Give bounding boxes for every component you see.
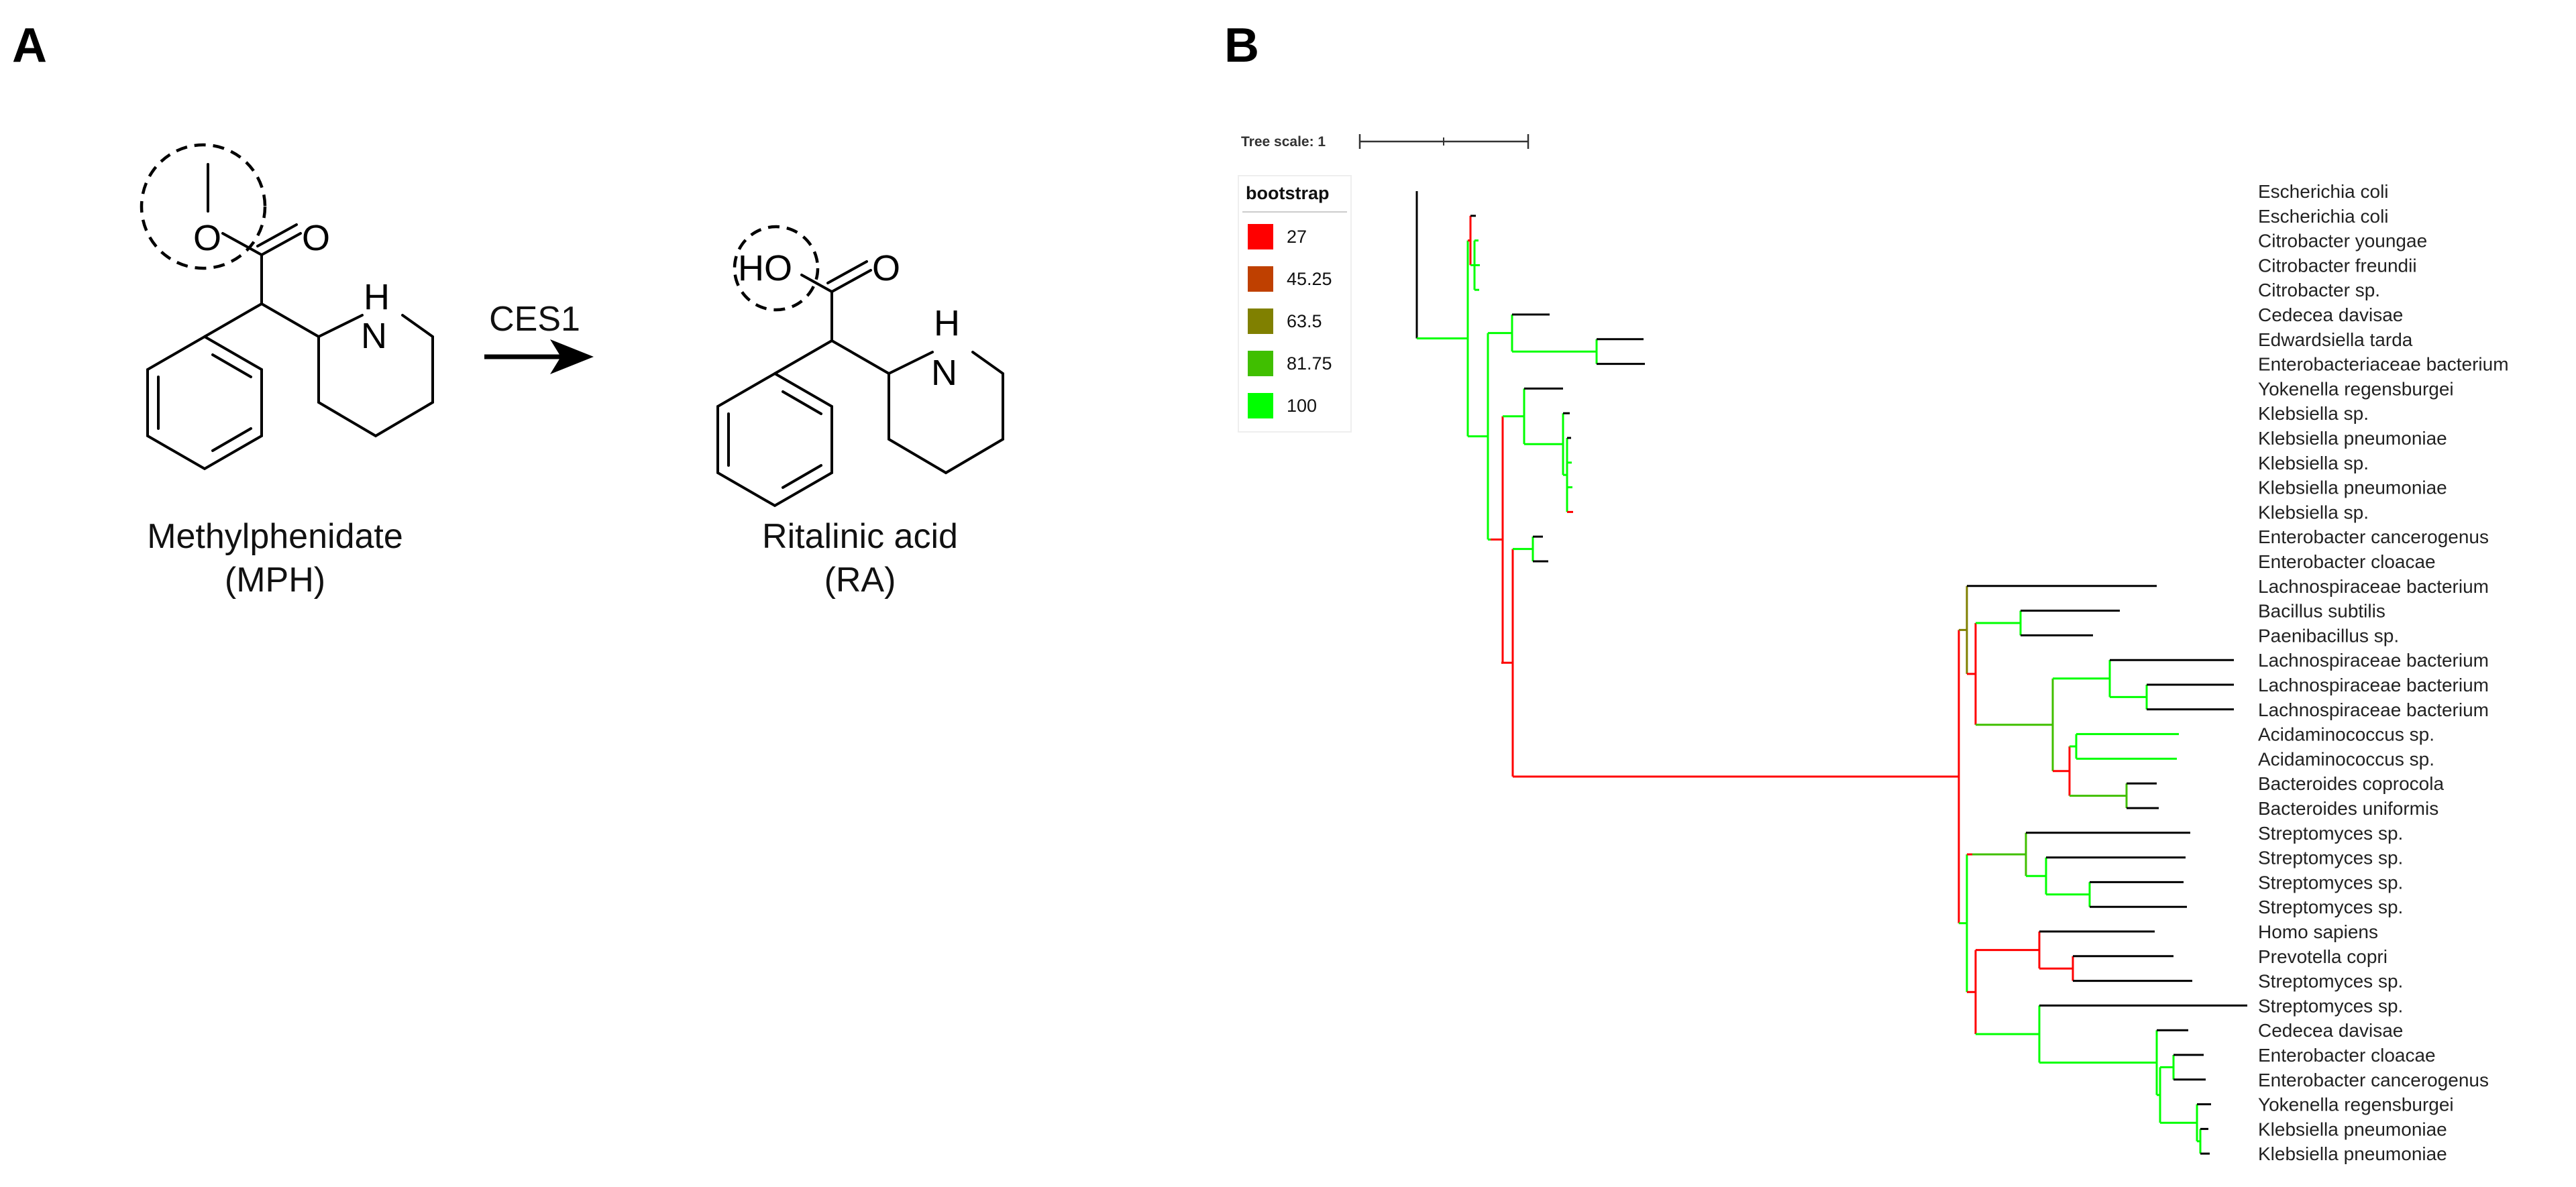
leaf-label: Acidaminococcus sp. xyxy=(2258,724,2434,745)
leaf-label: Enterobacter cancerogenus xyxy=(2258,1070,2489,1090)
leaf-label: Streptomyces sp. xyxy=(2258,995,2403,1016)
atom-h-product: H xyxy=(934,303,960,343)
methylphenidate-structure: O O N H xyxy=(140,143,434,471)
leaf-label: Enterobacteriaceae bacterium xyxy=(2258,354,2509,375)
leaf-label: Citrobacter youngae xyxy=(2258,231,2427,251)
leaf-label: Lachnospiraceae bacterium xyxy=(2258,650,2489,671)
leaf-label: Klebsiella pneumoniae xyxy=(2258,1143,2447,1164)
leaf-label: Citrobacter freundii xyxy=(2258,255,2417,276)
leaf-label: Paenibacillus sp. xyxy=(2258,625,2399,646)
atom-h: H xyxy=(364,277,390,317)
atom-ho: HO xyxy=(738,248,792,288)
leaf-label: Bacteroides uniformis xyxy=(2258,798,2438,819)
reactant-name: Methylphenidate xyxy=(147,517,403,556)
atom-n-product: N xyxy=(931,353,957,393)
leaf-label: Prevotella copri xyxy=(2258,946,2387,967)
tree-scale-label: Tree scale: 1 xyxy=(1241,134,1326,150)
bootstrap-legend: bootstrap 27 45.25 63.5 81.75 100 xyxy=(1238,175,1352,433)
product-abbr: (RA) xyxy=(824,561,896,600)
leaf-label: Edwardsiella tarda xyxy=(2258,329,2413,350)
leaf-label: Streptomyces sp. xyxy=(2258,971,2403,992)
legend-swatch xyxy=(1248,393,1273,418)
leaf-label: Enterobacter cloacae xyxy=(2258,1045,2436,1066)
leaf-label: Streptomyces sp. xyxy=(2258,848,2403,868)
ritalinic-acid-structure: HO O N H xyxy=(716,225,1004,508)
enzyme-label: CES1 xyxy=(489,300,580,339)
leaf-label: Streptomyces sp. xyxy=(2258,872,2403,893)
legend-swatch xyxy=(1248,351,1273,376)
leaf-label: Cedecea davisae xyxy=(2258,304,2403,325)
leaf-label: Lachnospiraceae bacterium xyxy=(2258,675,2489,695)
legend-value: 81.75 xyxy=(1287,353,1332,374)
leaf-label: Escherichia coli xyxy=(2258,206,2389,227)
legend-swatch xyxy=(1248,266,1273,292)
leaf-label: Streptomyces sp. xyxy=(2258,823,2403,844)
leaf-label: Klebsiella pneumoniae xyxy=(2258,1119,2447,1139)
legend-value: 45.25 xyxy=(1287,269,1332,289)
leaf-label: Bacteroides coprocola xyxy=(2258,773,2444,794)
leaf-label: Enterobacter cancerogenus xyxy=(2258,526,2489,547)
atom-o-acid-carbonyl: O xyxy=(872,248,900,288)
leaf-label: Klebsiella pneumoniae xyxy=(2258,428,2447,449)
leaf-label: Acidaminococcus sp. xyxy=(2258,748,2434,769)
reactant-abbr: (MPH) xyxy=(225,561,325,600)
legend-title: bootstrap xyxy=(1246,183,1330,203)
product-name: Ritalinic acid xyxy=(762,517,958,556)
leaf-label: Yokenella regensburgei xyxy=(2258,378,2454,399)
legend-value: 27 xyxy=(1287,227,1307,247)
leaf-label: Streptomyces sp. xyxy=(2258,897,2403,917)
panel-a-label: A xyxy=(12,19,47,72)
legend-swatch xyxy=(1248,224,1273,249)
leaf-label: Enterobacter cloacae xyxy=(2258,551,2436,572)
panel-a-reaction: A O O xyxy=(12,19,1004,600)
atom-n: N xyxy=(361,316,387,356)
leaf-label: Escherichia coli xyxy=(2258,181,2389,202)
leaf-label: Yokenella regensburgei xyxy=(2258,1094,2454,1115)
panel-b-label: B xyxy=(1224,19,1259,72)
legend-value: 63.5 xyxy=(1287,311,1322,331)
atom-o-carbonyl: O xyxy=(302,218,330,258)
leaf-label: Klebsiella sp. xyxy=(2258,453,2369,473)
leaf-label: Citrobacter sp. xyxy=(2258,280,2380,300)
leaf-label: Cedecea davisae xyxy=(2258,1020,2403,1041)
leaf-label: Lachnospiraceae bacterium xyxy=(2258,699,2489,720)
leaf-label: Homo sapiens xyxy=(2258,921,2378,942)
tree-scale: Tree scale: 1 xyxy=(1241,134,1529,150)
highlight-circle-ester xyxy=(140,143,267,270)
panel-b-tree: B Tree scale: 1 bootstrap 27 45.25 63.5 81.… xyxy=(1224,19,2509,1164)
highlight-circle-acid xyxy=(733,225,820,312)
leaf-label: Bacillus subtilis xyxy=(2258,601,2385,622)
legend-swatch xyxy=(1248,308,1273,334)
leaf-label: Klebsiella sp. xyxy=(2258,502,2369,522)
leaf-label: Klebsiella pneumoniae xyxy=(2258,477,2447,498)
atom-o-ester: O xyxy=(193,218,221,258)
leaf-label: Klebsiella sp. xyxy=(2258,403,2369,424)
tree-branches xyxy=(1415,191,2247,1155)
reaction-arrow xyxy=(484,339,594,374)
leaf-label: Lachnospiraceae bacterium xyxy=(2258,576,2489,597)
legend-value: 100 xyxy=(1287,396,1317,416)
